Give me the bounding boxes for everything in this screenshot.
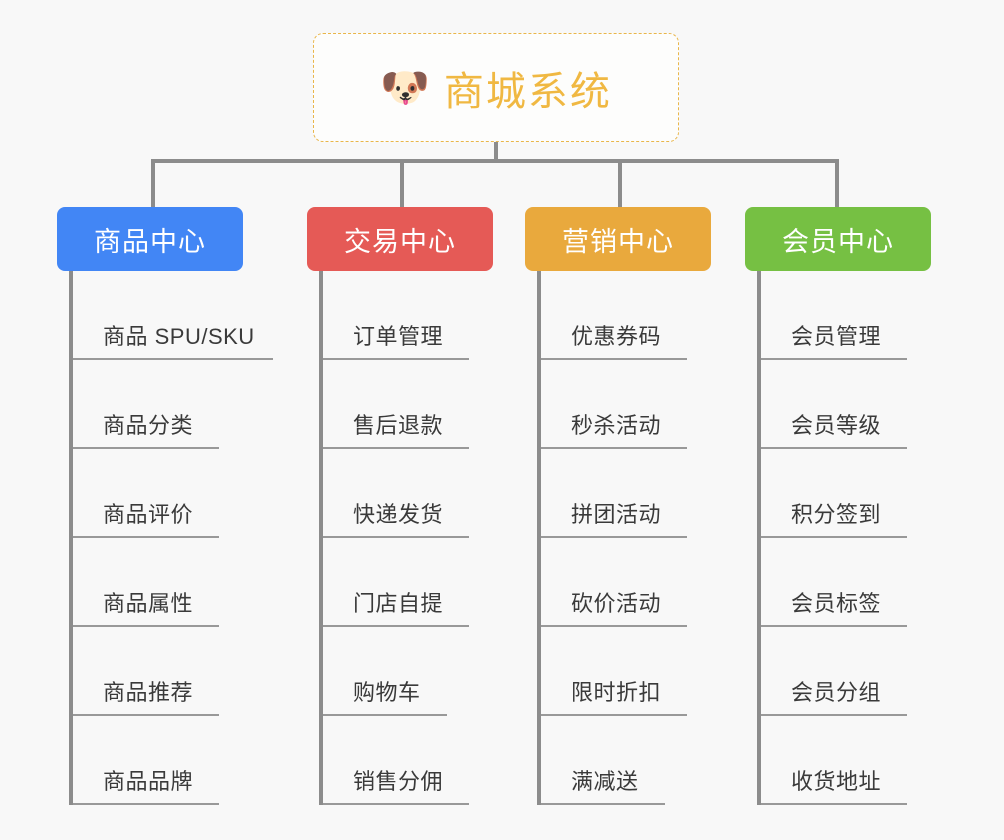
- list-item[interactable]: 秒杀活动: [541, 360, 687, 449]
- leaf-label: 商品属性: [103, 591, 194, 616]
- list-item[interactable]: 销售分佣: [323, 716, 469, 805]
- leaf-list-trade: 订单管理 售后退款 快递发货 门店自提 购物车 销售分佣: [319, 271, 493, 805]
- root-node[interactable]: 🐶 商城系统: [313, 33, 679, 142]
- list-item[interactable]: 会员标签: [761, 538, 907, 627]
- leaf-label: 商品评价: [103, 502, 194, 527]
- shiba-dog-face-icon: 🐶: [380, 65, 430, 110]
- leaf-label: 限时折扣: [571, 680, 662, 705]
- category-label: 营销中心: [562, 226, 674, 257]
- list-item[interactable]: 商品推荐: [73, 627, 219, 716]
- list-item[interactable]: 满减送: [541, 716, 665, 805]
- list-item[interactable]: 收货地址: [761, 716, 907, 805]
- leaf-label: 积分签到: [791, 502, 882, 527]
- list-item[interactable]: 商品品牌: [73, 716, 219, 805]
- leaf-label: 订单管理: [353, 324, 444, 349]
- list-item[interactable]: 购物车: [323, 627, 447, 716]
- leaf-label: 购物车: [353, 680, 421, 705]
- list-item[interactable]: 优惠券码: [541, 271, 687, 360]
- leaf-label: 会员等级: [791, 413, 882, 438]
- list-item[interactable]: 商品评价: [73, 449, 219, 538]
- leaf-label: 秒杀活动: [571, 413, 662, 438]
- category-column-product: 商品中心 商品 SPU/SKU 商品分类 商品评价 商品属性 商品推荐 商品品牌: [57, 207, 273, 805]
- list-item[interactable]: 门店自提: [323, 538, 469, 627]
- root-title: 商城系统: [443, 69, 612, 114]
- leaf-label: 门店自提: [353, 591, 444, 616]
- leaf-label: 砍价活动: [571, 591, 662, 616]
- category-header-member[interactable]: 会员中心: [745, 207, 931, 271]
- list-item[interactable]: 砍价活动: [541, 538, 687, 627]
- list-item[interactable]: 会员等级: [761, 360, 907, 449]
- category-label: 商品中心: [94, 226, 206, 257]
- list-item[interactable]: 订单管理: [323, 271, 469, 360]
- connector-root-stem: [494, 142, 498, 163]
- leaf-label: 拼团活动: [571, 502, 662, 527]
- list-item[interactable]: 快递发货: [323, 449, 469, 538]
- leaf-label: 商品推荐: [103, 680, 194, 705]
- connector-drop-4: [835, 159, 839, 207]
- category-column-member: 会员中心 会员管理 会员等级 积分签到 会员标签 会员分组 收货地址: [745, 207, 931, 805]
- list-item[interactable]: 会员管理: [761, 271, 907, 360]
- leaf-list-product: 商品 SPU/SKU 商品分类 商品评价 商品属性 商品推荐 商品品牌: [69, 271, 273, 805]
- leaf-list-marketing: 优惠券码 秒杀活动 拼团活动 砍价活动 限时折扣 满减送: [537, 271, 711, 805]
- list-item[interactable]: 商品属性: [73, 538, 219, 627]
- leaf-label: 收货地址: [791, 769, 882, 794]
- leaf-label: 商品分类: [103, 413, 194, 438]
- category-label: 会员中心: [782, 226, 894, 257]
- leaf-label: 商品品牌: [103, 769, 194, 794]
- leaf-label: 售后退款: [353, 413, 444, 438]
- category-label: 交易中心: [344, 226, 456, 257]
- list-item[interactable]: 积分签到: [761, 449, 907, 538]
- category-header-trade[interactable]: 交易中心: [307, 207, 493, 271]
- connector-drop-1: [151, 159, 155, 207]
- leaf-label: 商品 SPU/SKU: [103, 324, 255, 349]
- leaf-label: 销售分佣: [353, 769, 444, 794]
- list-item[interactable]: 拼团活动: [541, 449, 687, 538]
- list-item[interactable]: 会员分组: [761, 627, 907, 716]
- connector-drop-3: [618, 159, 622, 207]
- leaf-label: 会员分组: [791, 680, 882, 705]
- category-column-marketing: 营销中心 优惠券码 秒杀活动 拼团活动 砍价活动 限时折扣 满减送: [525, 207, 711, 805]
- leaf-list-member: 会员管理 会员等级 积分签到 会员标签 会员分组 收货地址: [757, 271, 931, 805]
- category-header-marketing[interactable]: 营销中心: [525, 207, 711, 271]
- list-item[interactable]: 商品分类: [73, 360, 219, 449]
- leaf-label: 会员管理: [791, 324, 882, 349]
- leaf-label: 会员标签: [791, 591, 882, 616]
- list-item[interactable]: 商品 SPU/SKU: [73, 271, 273, 360]
- category-column-trade: 交易中心 订单管理 售后退款 快递发货 门店自提 购物车 销售分佣: [307, 207, 493, 805]
- leaf-label: 优惠券码: [571, 324, 662, 349]
- connector-horizontal-bus: [151, 159, 839, 163]
- list-item[interactable]: 限时折扣: [541, 627, 687, 716]
- list-item[interactable]: 售后退款: [323, 360, 469, 449]
- connector-drop-2: [400, 159, 404, 207]
- leaf-label: 快递发货: [353, 502, 444, 527]
- leaf-label: 满减送: [571, 769, 639, 794]
- category-header-product[interactable]: 商品中心: [57, 207, 243, 271]
